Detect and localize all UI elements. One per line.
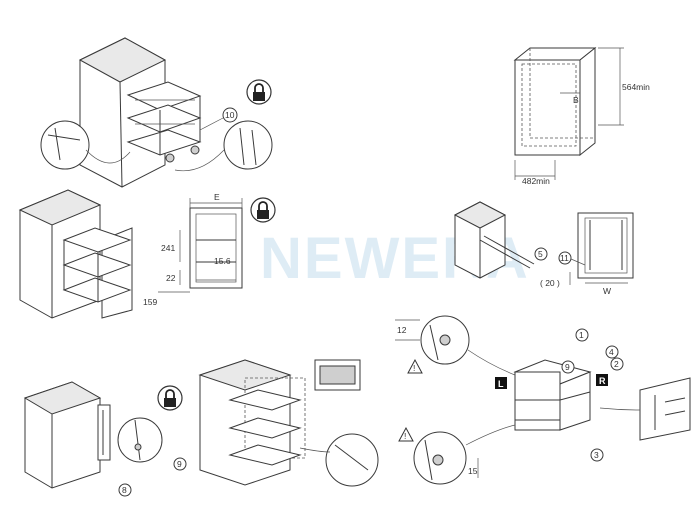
dim-22: 22 [166, 273, 176, 283]
callout-9-left: 9 [177, 459, 182, 469]
panel-frame-dims-center: E 241 22 15.6 159 [143, 192, 276, 307]
dim-241: 241 [161, 243, 175, 253]
callout-9-right: 9 [565, 362, 570, 372]
panel-basket-assembly: 12 ! ! L R 1 9 4 2 3 [395, 315, 691, 485]
warning-symbol: ! [404, 431, 406, 441]
warning-icon: ! [398, 426, 414, 442]
panel-cabinet-mid-left [18, 189, 133, 319]
callout-8: 8 [122, 485, 127, 495]
dim-15-6: 15.6 [214, 256, 231, 266]
callout-5: 5 [538, 249, 543, 259]
warning-icon: ! [407, 358, 423, 374]
dim-cabinet-width: 482min [522, 176, 550, 186]
label-left: L [498, 379, 504, 389]
lock-icon [250, 197, 276, 223]
callout-1: 1 [579, 330, 584, 340]
panel-cabinet-bottom-center [198, 359, 379, 487]
callout-11: 11 [560, 253, 569, 263]
dim-rail-width: W [603, 286, 611, 296]
callout-4: 4 [609, 347, 614, 357]
dim-cabinet-height: 564min [622, 82, 650, 92]
panel-cabinet-bottom-left: 9 8 [23, 381, 187, 497]
panel-cabinet-rail: 5 11 ( 20 ) W [453, 201, 634, 296]
lock-icon [246, 79, 272, 105]
callout-10: 10 [225, 110, 235, 120]
dim-frame-width: E [214, 192, 220, 202]
label-right: R [599, 376, 606, 386]
callout-3: 3 [594, 450, 599, 460]
dim-offset-20: ( 20 ) [540, 278, 560, 288]
lock-icon [157, 385, 183, 411]
panel-cabinet-top-left: 10 [40, 37, 273, 188]
callout-2: 2 [614, 359, 619, 369]
dim-offset-15: 15 [468, 466, 478, 476]
panel-cabinet-frame-dims: 564min 482min B [513, 46, 650, 186]
dim-159: 159 [143, 297, 157, 307]
warning-symbol: ! [413, 363, 415, 373]
dim-offset-12: 12 [397, 325, 407, 335]
dim-cabinet-depth: B [573, 95, 579, 105]
